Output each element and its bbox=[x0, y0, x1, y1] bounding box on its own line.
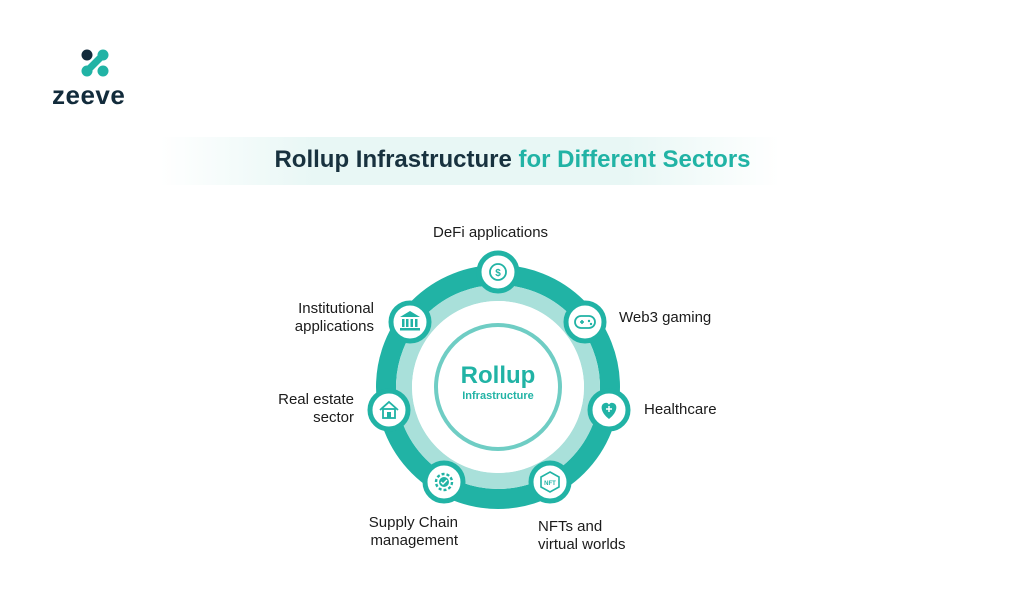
label-supply-chain-line1: Supply Chain bbox=[368, 514, 458, 531]
zeeve-logo-mark bbox=[81, 49, 109, 77]
svg-text:NFT: NFT bbox=[544, 481, 556, 487]
label-real-estate-line1: Real estate bbox=[278, 391, 354, 408]
page-title: Rollup Infrastructure for Different Sect… bbox=[0, 146, 1025, 174]
node-healthcare bbox=[587, 388, 631, 432]
heart-plus-icon bbox=[601, 402, 617, 419]
title-band bbox=[160, 137, 780, 185]
gear-check-icon bbox=[434, 472, 454, 492]
node-institutional bbox=[388, 300, 432, 344]
label-defi: DeFi applications bbox=[433, 224, 548, 242]
label-supply-chain-line2: management bbox=[370, 532, 458, 549]
nft-hexagon-icon: NFT bbox=[540, 471, 560, 493]
inner-ring bbox=[434, 323, 562, 451]
label-supply-chain: Supply Chain management bbox=[330, 514, 458, 550]
node-nfts: NFT bbox=[528, 460, 572, 504]
dollar-coin-icon: $ bbox=[489, 263, 507, 281]
label-web3-gaming: Web3 gaming bbox=[619, 309, 711, 327]
gamepad-icon bbox=[574, 315, 596, 329]
node-web3-gaming bbox=[563, 300, 607, 344]
label-healthcare-text: Healthcare bbox=[644, 401, 717, 418]
label-healthcare: Healthcare bbox=[644, 401, 717, 419]
label-web3-gaming-text: Web3 gaming bbox=[619, 309, 712, 326]
node-real-estate bbox=[367, 388, 411, 432]
house-icon bbox=[379, 400, 399, 419]
svg-text:$: $ bbox=[495, 268, 501, 279]
bank-icon bbox=[400, 311, 420, 331]
label-institutional: Institutional applications bbox=[250, 300, 374, 336]
label-defi-text: DeFi applications bbox=[433, 224, 549, 241]
label-nfts-line2: virtual worlds bbox=[538, 536, 626, 553]
label-institutional-line2: applications bbox=[294, 318, 374, 335]
center-title: Rollup bbox=[460, 362, 536, 389]
title-main: Rollup Infrastructure bbox=[274, 146, 512, 173]
brand-name: zeeve bbox=[52, 80, 126, 110]
title-accent: for Different Sectors bbox=[518, 146, 751, 173]
node-defi: $ bbox=[476, 250, 520, 294]
zeeve-logo: zeeve bbox=[52, 46, 142, 110]
center-subtitle: Infrastructure bbox=[462, 390, 534, 402]
label-real-estate-line2: sector bbox=[313, 409, 354, 426]
node-supply-chain bbox=[422, 460, 466, 504]
label-nfts-line1: NFTs and bbox=[538, 518, 603, 535]
label-nfts: NFTs and virtual worlds bbox=[538, 518, 626, 554]
label-institutional-line1: Institutional bbox=[298, 300, 374, 317]
label-real-estate: Real estate sector bbox=[250, 391, 354, 427]
